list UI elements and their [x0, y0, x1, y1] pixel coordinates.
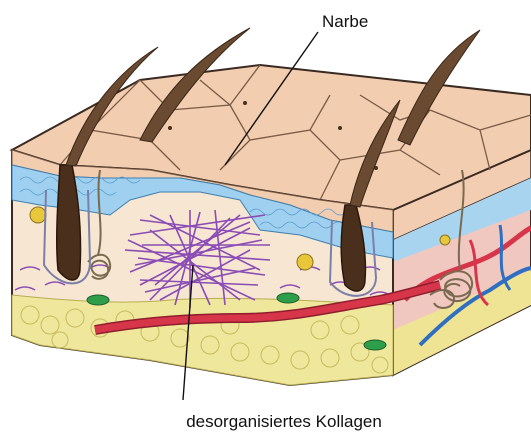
scar-label: Narbe: [322, 12, 368, 31]
collagen-label: desorganisiertes Kollagen: [186, 412, 382, 431]
